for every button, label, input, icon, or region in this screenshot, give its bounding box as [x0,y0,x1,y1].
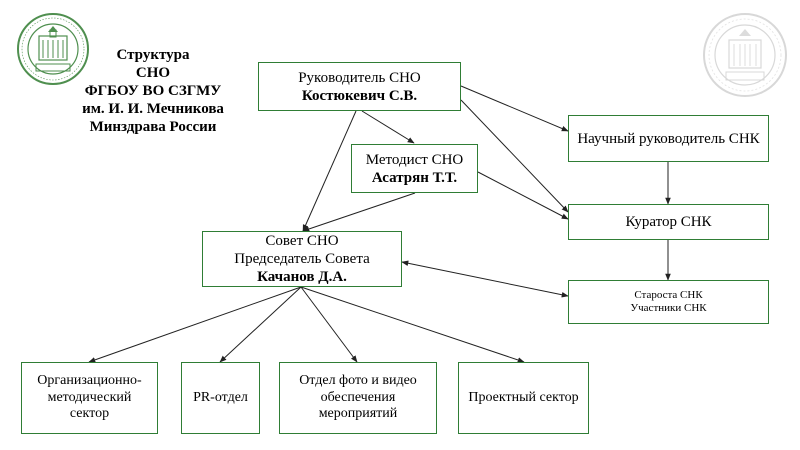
node-foto-video: Отдел фото и видео обеспечения мероприят… [279,362,437,434]
node-org-sector: Организационно- методический сектор [21,362,158,434]
title-line: ФГБОУ ВО СЗГМУ [84,83,222,99]
arrow-metodist-to-sovet [302,192,416,232]
node-kurator: Куратор СНК [568,204,769,240]
arrow-sovet-to-proekt [300,286,525,363]
node-metodist: Методист СНО Асатрян Т.Т. [351,144,478,193]
node-label: Организационно- [37,372,142,388]
title-line: им. И. И. Мечникова [82,101,224,117]
arrow-sovet-to-pr [219,286,302,363]
arrow-metodist-to-kurator [477,171,569,220]
node-nauchny: Научный руководитель СНК [568,115,769,162]
arrow-rukovoditel-to-metodist [361,110,415,144]
arrow-rukovoditel-to-sovet [302,110,357,232]
node-label: сектор [69,406,110,422]
title-line: Минздрава России [89,119,217,135]
node-label: Методист СНО [365,151,464,168]
node-label: обеспечения [320,389,396,405]
title-line: СНО [135,65,171,81]
node-label: Участники СНК [630,302,707,314]
node-person: Асатрян Т.Т. [371,169,458,186]
node-label: Проектный сектор [468,389,579,405]
arrow-rukovoditel-to-nauchny [460,85,569,132]
node-pr: PR-отдел [181,362,260,434]
node-starosta: Староста СНК Участники СНК [568,280,769,324]
node-label: Руководитель СНО [298,69,421,86]
arrow-rukovoditel-to-kurator [460,99,569,213]
node-proekt: Проектный сектор [458,362,589,434]
node-rukovoditel: Руководитель СНО Костюкевич С.В. [258,62,461,111]
node-sovet: Совет СНО Председатель Совета Качанов Д.… [202,231,402,287]
page-title: Структура СНО ФГБОУ ВО СЗГМУ им. И. И. М… [78,46,228,136]
arrow-sovet-to-foto [300,286,358,363]
node-label: мероприятий [318,406,398,422]
node-label: Научный руководитель СНК [577,130,760,147]
node-label: Отдел фото и видео [299,372,417,388]
arrow-sovet-to-org [88,286,302,363]
node-label: PR-отдел [193,389,248,405]
node-label: Совет СНО [265,233,339,249]
node-label: Председатель Совета [234,251,370,267]
node-label: Староста СНК [634,288,703,301]
node-person: Костюкевич С.В. [301,87,418,104]
node-label: методический [47,389,132,405]
title-line: Структура [116,47,190,63]
university-seal-logo [17,13,89,85]
node-label: Куратор СНК [625,214,712,230]
university-seal-watermark [703,13,787,97]
arrow-sovet-starosta [401,260,569,298]
node-person: Качанов Д.А. [257,269,347,285]
